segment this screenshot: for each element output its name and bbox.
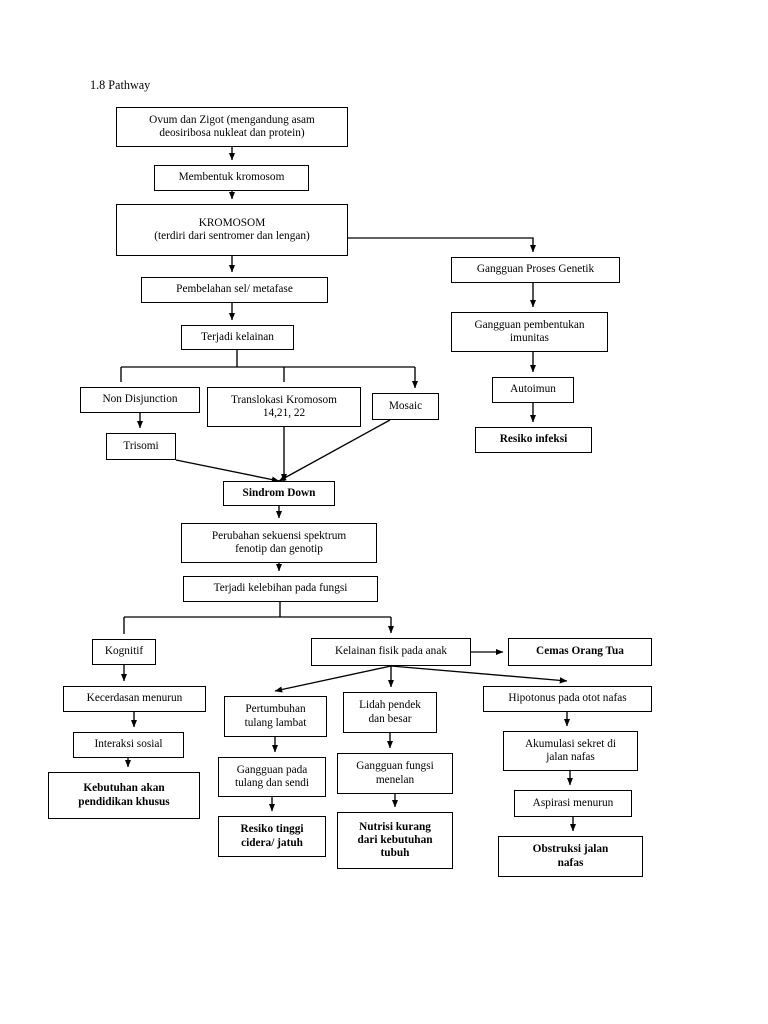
- connector-19: [390, 665, 568, 684]
- node-kromosom: KROMOSOM (terdiri dari sentromer dan len…: [116, 204, 348, 256]
- node-kecerdasan: Kecerdasan menurun: [63, 686, 206, 712]
- node-label-kelebihan: Terjadi kelebihan pada fungsi: [213, 582, 348, 595]
- node-label-akumulasi: Akumulasi sekret di jalan nafas: [525, 737, 616, 763]
- node-nondisjunction: Non Disjunction: [80, 387, 200, 413]
- node-akumulasi: Akumulasi sekret di jalan nafas: [503, 731, 638, 771]
- node-label-kognitif: Kognitif: [104, 645, 144, 658]
- node-aspirasi: Aspirasi menurun: [514, 790, 632, 817]
- node-gangguanmenelan: Gangguan fungsi menelan: [337, 753, 453, 794]
- node-kognitif: Kognitif: [92, 639, 156, 665]
- node-label-obstruksi: Obstruksi jalan nafas: [532, 843, 609, 869]
- node-label-interaksi: Interaksi sosial: [94, 738, 163, 751]
- page-title: 1.8 Pathway: [90, 78, 151, 92]
- node-label-lidah: Lidah pendek dan besar: [359, 699, 421, 725]
- node-label-terjadikelainan: Terjadi kelainan: [201, 330, 274, 343]
- node-label-aspirasi: Aspirasi menurun: [532, 796, 614, 809]
- connector-7: [175, 459, 280, 483]
- node-label-membentuk: Membentuk kromosom: [178, 171, 285, 184]
- node-label-sindromdown: Sindrom Down: [242, 486, 316, 499]
- node-label-pembelahan: Pembelahan sel/ metafase: [176, 283, 293, 296]
- node-autoimun: Autoimun: [492, 377, 574, 403]
- node-label-gangguanimunitas: Gangguan pembentukan imunitas: [474, 318, 585, 344]
- node-label-kromosom: KROMOSOM (terdiri dari sentromer dan len…: [154, 216, 310, 242]
- node-pertumbuhan: Pertumbuhan tulang lambat: [224, 696, 327, 737]
- node-kelainanfisik: Kelainan fisik pada anak: [311, 638, 471, 666]
- node-label-ovum: Ovum dan Zigot (mengandung asam deosirib…: [149, 113, 315, 139]
- node-label-autoimun: Autoimun: [510, 383, 556, 396]
- node-hipotonus: Hipotonus pada otot nafas: [483, 686, 652, 712]
- node-pembelahan: Pembelahan sel/ metafase: [141, 277, 328, 303]
- node-label-kelainanfisik: Kelainan fisik pada anak: [335, 645, 447, 658]
- node-label-resikocidera: Resiko tinggi cidera/ jatuh: [240, 823, 304, 849]
- connector-9: [278, 419, 391, 482]
- node-label-resikoinfeksi: Resiko infeksi: [499, 433, 568, 446]
- node-label-nondisjunction: Non Disjunction: [102, 393, 178, 406]
- node-gangguanimunitas: Gangguan pembentukan imunitas: [451, 312, 608, 352]
- connector-3: [348, 237, 537, 253]
- node-perubahan: Perubahan sekuensi spektrum fenotip dan …: [181, 523, 377, 563]
- node-translokasi: Translokasi Kromosom 14,21, 22: [207, 387, 361, 427]
- node-mosaic: Mosaic: [372, 393, 439, 420]
- node-label-gangguangenetik: Gangguan Proses Genetik: [476, 263, 595, 276]
- node-label-trisomi: Trisomi: [123, 439, 159, 452]
- node-label-mosaic: Mosaic: [388, 399, 423, 412]
- node-cemas: Cemas Orang Tua: [508, 638, 652, 666]
- node-label-gangguantulang: Gangguan pada tulang dan sendi: [234, 763, 310, 789]
- connector-5: [120, 350, 415, 388]
- node-label-pertumbuhan: Pertumbuhan tulang lambat: [244, 703, 307, 729]
- node-nutrisi: Nutrisi kurang dari kebutuhan tubuh: [337, 812, 453, 869]
- node-membentuk: Membentuk kromosom: [154, 165, 309, 191]
- node-label-kebutuhan: Kebutuhan akan pendidikan khusus: [78, 782, 170, 808]
- node-trisomi: Trisomi: [106, 433, 176, 460]
- node-terjadikelainan: Terjadi kelainan: [181, 325, 294, 350]
- connector-12: [123, 602, 391, 634]
- node-label-translokasi: Translokasi Kromosom 14,21, 22: [231, 393, 337, 419]
- node-interaksi: Interaksi sosial: [73, 732, 184, 758]
- node-label-gangguanmenelan: Gangguan fungsi menelan: [356, 760, 434, 786]
- node-ovum: Ovum dan Zigot (mengandung asam deosirib…: [116, 107, 348, 147]
- node-label-kecerdasan: Kecerdasan menurun: [86, 692, 183, 705]
- node-sindromdown: Sindrom Down: [223, 481, 335, 506]
- connector-17: [274, 665, 392, 693]
- node-kebutuhan: Kebutuhan akan pendidikan khusus: [48, 772, 200, 819]
- node-label-cemas: Cemas Orang Tua: [536, 645, 624, 658]
- node-gangguangenetik: Gangguan Proses Genetik: [451, 257, 620, 283]
- node-lidah: Lidah pendek dan besar: [343, 692, 437, 733]
- node-resikocidera: Resiko tinggi cidera/ jatuh: [218, 816, 326, 857]
- node-kelebihan: Terjadi kelebihan pada fungsi: [183, 576, 378, 602]
- node-gangguantulang: Gangguan pada tulang dan sendi: [218, 757, 326, 797]
- node-label-perubahan: Perubahan sekuensi spektrum fenotip dan …: [211, 529, 347, 555]
- node-obstruksi: Obstruksi jalan nafas: [498, 836, 643, 877]
- node-label-nutrisi: Nutrisi kurang dari kebutuhan tubuh: [357, 820, 433, 860]
- node-resikoinfeksi: Resiko infeksi: [475, 427, 592, 453]
- node-label-hipotonus: Hipotonus pada otot nafas: [508, 692, 627, 705]
